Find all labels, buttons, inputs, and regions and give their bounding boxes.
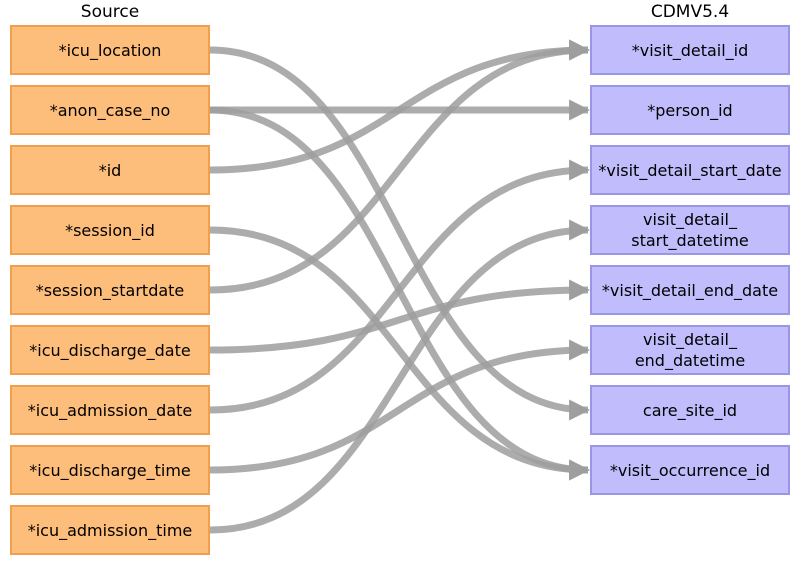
- source-field-box[interactable]: *icu_admission_time: [10, 505, 210, 555]
- source-field-box[interactable]: *icu_discharge_date: [10, 325, 210, 375]
- source-field-box[interactable]: *anon_case_no: [10, 85, 210, 135]
- target-column-title: CDMV5.4: [650, 2, 730, 22]
- target-field-box[interactable]: visit_detail_ end_datetime: [590, 325, 790, 375]
- mapping-connector: [209, 46, 591, 421]
- target-field-box[interactable]: *person_id: [590, 85, 790, 135]
- mapping-connector: [209, 219, 591, 534]
- source-field-box[interactable]: *icu_admission_date: [10, 385, 210, 435]
- mapping-connector: [209, 39, 591, 294]
- target-field-box[interactable]: *visit_detail_end_date: [590, 265, 790, 315]
- target-field-box[interactable]: *visit_detail_id: [590, 25, 790, 75]
- target-field-box[interactable]: care_site_id: [590, 385, 790, 435]
- mapping-connector: [209, 39, 591, 174]
- source-field-box[interactable]: *icu_discharge_time: [10, 445, 210, 495]
- mapping-connector: [209, 339, 591, 474]
- mapping-connector: [209, 226, 591, 481]
- source-field-box[interactable]: *id: [10, 145, 210, 195]
- target-field-box[interactable]: visit_detail_ start_datetime: [590, 205, 790, 255]
- target-field-box[interactable]: *visit_detail_start_date: [590, 145, 790, 195]
- source-column-title: Source: [80, 2, 140, 22]
- source-field-box[interactable]: *icu_location: [10, 25, 210, 75]
- source-field-box[interactable]: *session_startdate: [10, 265, 210, 315]
- source-field-box[interactable]: *session_id: [10, 205, 210, 255]
- mapping-connector: [209, 279, 591, 354]
- mapping-connector: [209, 159, 591, 414]
- target-field-box[interactable]: *visit_occurrence_id: [590, 445, 790, 495]
